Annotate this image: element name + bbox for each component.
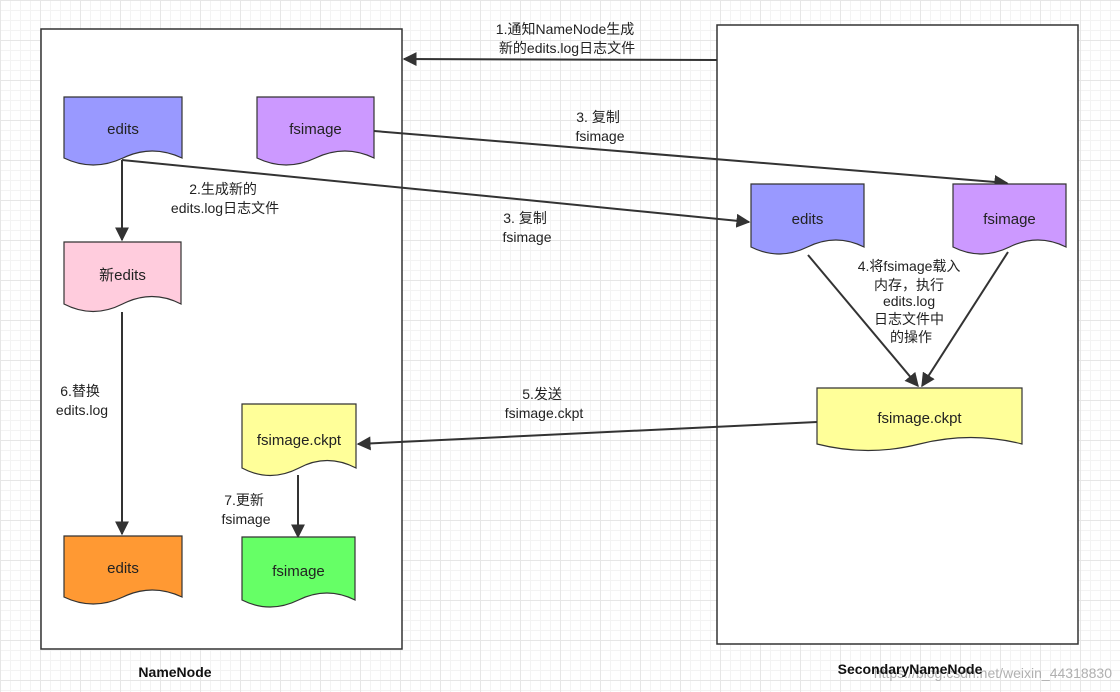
- label-step4: 4.将fsimage载入 内存，执行 edits.log 日志文件中 的操作: [858, 258, 965, 345]
- edge-step3a: [373, 130, 1009, 189]
- edge-step4a: [807, 254, 919, 388]
- edges: [115, 52, 1009, 539]
- node-sn-fsimage-ckpt[interactable]: fsimage.ckpt: [816, 387, 1023, 452]
- edge-step3b: [121, 159, 751, 228]
- edge-step1: [402, 52, 718, 67]
- svg-text:fsimage.ckpt: fsimage.ckpt: [877, 410, 962, 427]
- svg-text:fsimage: fsimage: [272, 563, 325, 580]
- label-step7: 7.更新 fsimage: [221, 492, 270, 527]
- svg-text:fsimage.ckpt: fsimage.ckpt: [257, 432, 342, 449]
- node-sn-fsimage[interactable]: fsimage: [952, 183, 1067, 255]
- node-nn-fsimage[interactable]: fsimage: [256, 96, 375, 166]
- node-nn-fsimage-ckpt[interactable]: fsimage.ckpt: [241, 403, 357, 477]
- label-step6: 6.替换 edits.log: [56, 383, 108, 418]
- watermark-text: https://blog.csdn.net/weixin_44318830: [874, 665, 1112, 681]
- node-sn-edits[interactable]: edits: [750, 183, 865, 255]
- label-step2: 2.生成新的 edits.log日志文件: [171, 181, 279, 216]
- label-step3a: 3. 复制 fsimage: [575, 109, 624, 144]
- node-nn-new-edits[interactable]: 新edits: [63, 241, 182, 313]
- svg-text:edits: edits: [792, 211, 824, 228]
- svg-text:新edits: 新edits: [99, 267, 146, 284]
- edge-step5: [356, 421, 818, 451]
- svg-text:edits: edits: [107, 121, 139, 138]
- node-nn-edits[interactable]: edits: [63, 96, 183, 166]
- svg-text:edits: edits: [107, 560, 139, 577]
- label-step1: 1.通知NameNode生成 新的edits.log日志文件: [496, 21, 638, 56]
- namenode-title: NameNode: [138, 664, 211, 680]
- svg-text:fsimage: fsimage: [289, 121, 342, 138]
- label-step5: 5.发送 fsimage.ckpt: [505, 386, 584, 421]
- node-nn-edits-final[interactable]: edits: [63, 535, 183, 605]
- svg-text:fsimage: fsimage: [983, 211, 1036, 228]
- label-step3b: 3. 复制 fsimage: [502, 210, 551, 245]
- node-nn-fsimage-final[interactable]: fsimage: [241, 536, 356, 608]
- edge-step4b: [921, 251, 1009, 388]
- secondarynamenode-container: [716, 24, 1079, 645]
- secondarynamenode-title: SecondaryNameNode: [838, 661, 983, 677]
